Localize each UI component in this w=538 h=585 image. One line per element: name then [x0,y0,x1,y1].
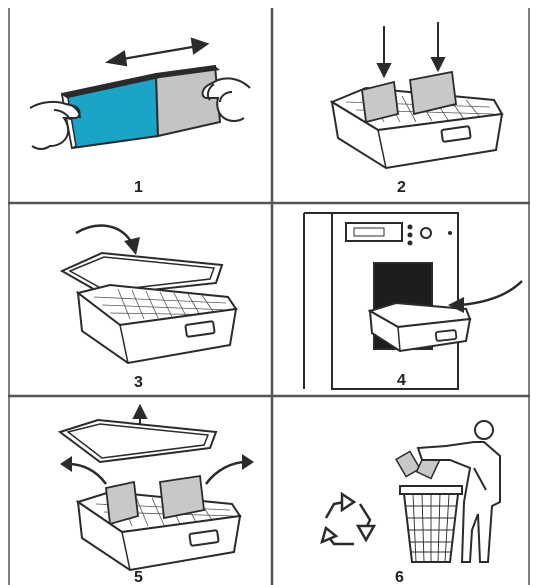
filter-left [106,482,138,524]
insert-filters-icon [332,22,502,168]
curved-arrow-left-icon [68,464,106,484]
double-arrow-icon [108,39,207,65]
step-4-panel: 4 [274,205,528,395]
step-2-number: 2 [397,179,406,196]
step-5-number: 5 [134,569,143,585]
step-1-number: 1 [134,179,143,196]
recycle-icon [322,494,374,544]
machine-dial [421,228,431,238]
filter-right [160,476,204,518]
recycle-dispose-icon [322,421,500,562]
step-6-panel: 6 [274,398,528,585]
curved-arrow-right-icon [206,462,246,484]
remove-lid-and-filters-icon [60,406,254,570]
trash-bin-icon [400,486,462,562]
curved-arrow-icon [460,281,522,305]
filter-left [362,82,398,122]
step-6-number: 6 [395,569,404,585]
tray-handle [436,330,457,341]
tray-handle [441,126,470,142]
insert-into-machine-icon [304,213,522,389]
down-arrow-icon [378,22,444,76]
discarded-item-1 [396,451,420,476]
step-5-panel: 5 [10,398,271,585]
tray-handle [185,321,214,337]
place-lid-icon [62,226,236,363]
lid [60,420,216,462]
step-2-panel: 2 [274,10,528,202]
step-3-panel: 3 [10,205,271,395]
step-1-panel: 1 [10,10,271,202]
step-3-number: 3 [134,374,143,391]
cassette-separate-icon [30,39,250,149]
machine-button [408,225,413,230]
step-4-number: 4 [397,372,406,389]
tray-handle [189,530,218,546]
curved-arrow-icon [76,226,132,243]
